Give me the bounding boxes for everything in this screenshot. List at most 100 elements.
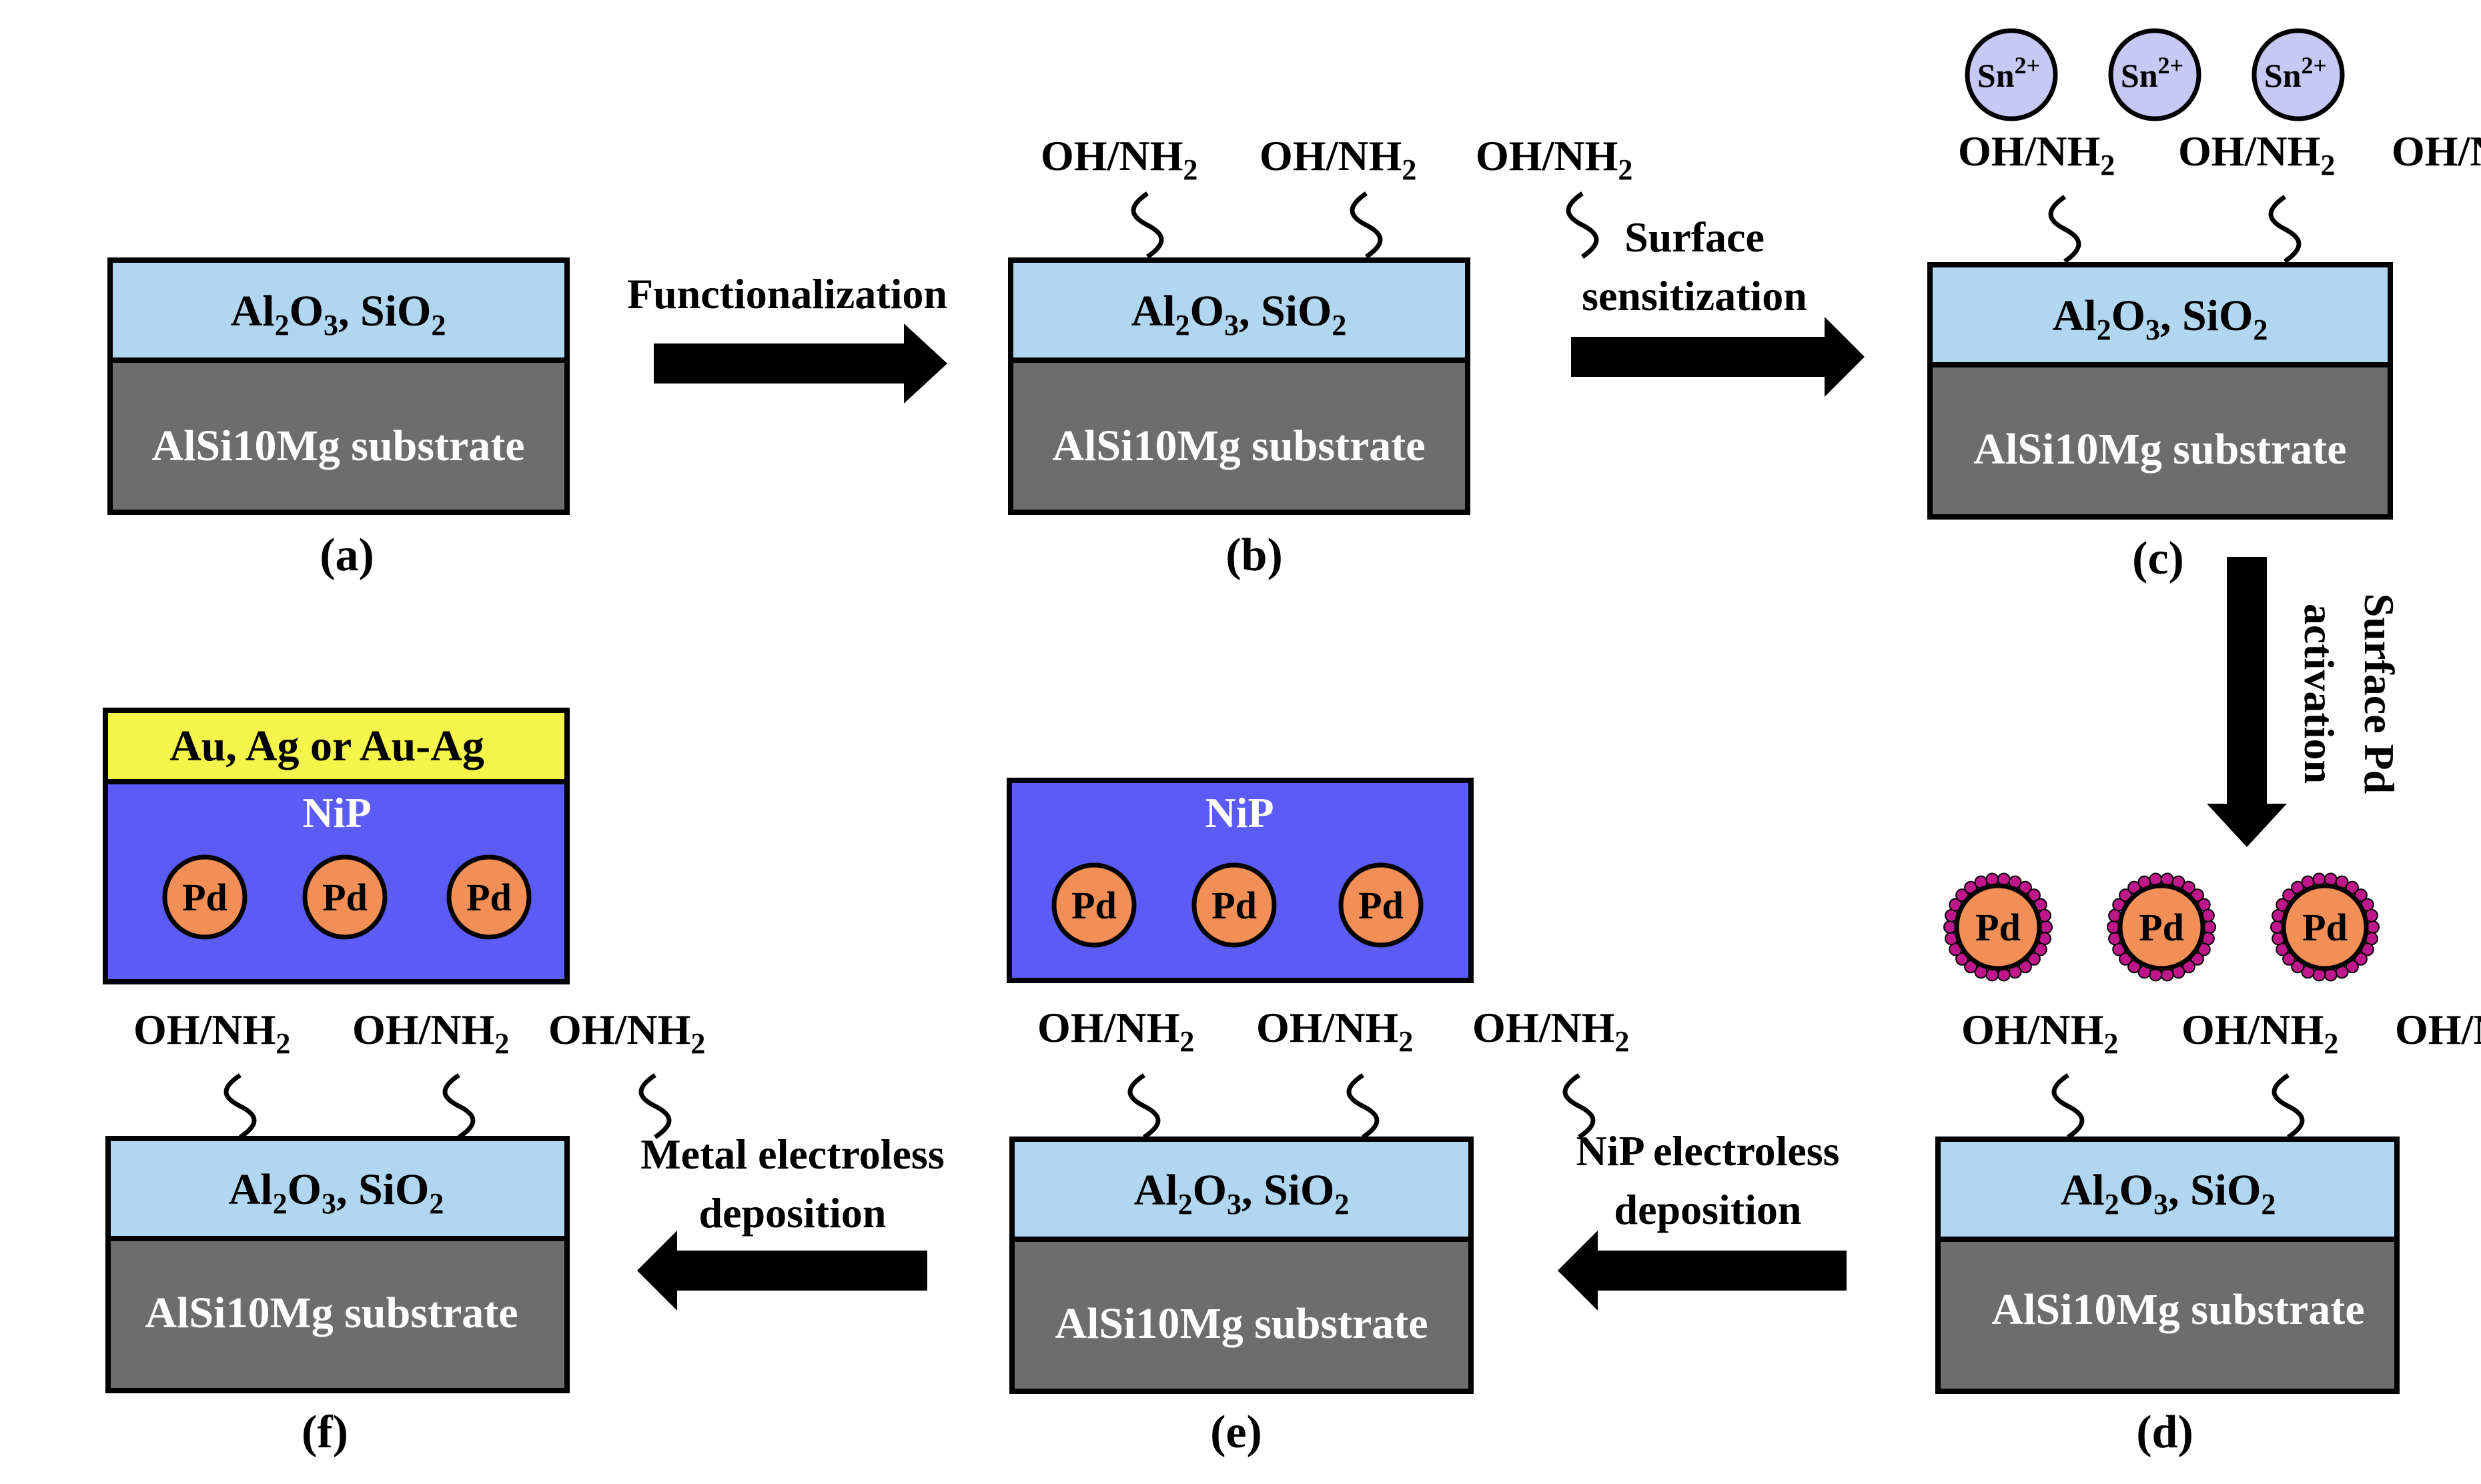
pd-label: Pd xyxy=(1975,906,2021,949)
functional-group-label: OH/NH2 xyxy=(2181,1006,2338,1060)
pd-label: Pd xyxy=(322,876,368,919)
functional-group-label: OH/NH2 xyxy=(1037,1004,1194,1058)
substrate-layer xyxy=(105,1236,570,1393)
functional-group-label: OH/NH2 xyxy=(1041,132,1197,186)
sn-dot xyxy=(2027,952,2041,966)
step-sensitization-line1: Surface xyxy=(1624,213,1765,261)
substrate-label: AlSi10Mg substrate xyxy=(151,422,524,470)
substrate-label: AlSi10Mg substrate xyxy=(1052,422,1425,470)
arrow-sensitization: Surface sensitization xyxy=(1571,213,1865,397)
sn-ion-label: Sn2+ xyxy=(1977,52,2040,94)
sn-dot xyxy=(2107,920,2120,934)
panel-c: Al2O3, SiO2 AlSi10Mg substrate (c) OH/NH… xyxy=(1927,28,2481,584)
linker-wave xyxy=(1127,1073,1161,1139)
pd-label: Pd xyxy=(182,876,227,919)
functional-group-label: OH/NH2 xyxy=(2395,1006,2481,1060)
sn-ion-label: Sn2+ xyxy=(2121,52,2183,94)
linker-wave xyxy=(2268,195,2302,263)
pd-label: Pd xyxy=(1071,884,1117,927)
linker-wave xyxy=(1350,191,1383,259)
panel-label-c: (c) xyxy=(2132,533,2184,584)
substrate-layer xyxy=(1935,1237,2400,1394)
sn-ion xyxy=(2252,28,2345,121)
pd-particle xyxy=(446,854,532,940)
functional-group-label: OH/NH2 xyxy=(1476,132,1632,186)
substrate-layer xyxy=(107,357,570,515)
pd-label: Pd xyxy=(2139,906,2184,949)
sn-ion xyxy=(2108,28,2201,121)
sn-dot xyxy=(2354,888,2368,902)
substrate-label: AlSi10Mg substrate xyxy=(1055,1299,1428,1348)
pd-particle xyxy=(302,854,388,940)
pd-particle xyxy=(1338,862,1424,948)
sn-dot xyxy=(2119,952,2133,966)
linker-wave xyxy=(1346,1073,1380,1139)
substrate-layer xyxy=(1927,362,2393,520)
pd-label: Pd xyxy=(466,876,512,919)
functional-group-label: OH/NH2 xyxy=(2392,127,2481,181)
panel-label-a: (a) xyxy=(320,530,374,581)
arrow-nip-deposition: NiP electroless deposition xyxy=(1558,1127,1847,1311)
oxide-label: Al2O3, SiO2 xyxy=(2053,291,2268,346)
oxide-label: Al2O3, SiO2 xyxy=(231,287,446,341)
sn-dot xyxy=(1943,920,1957,934)
sn-dot xyxy=(2282,952,2296,966)
panel-d: Al2O3, SiO2 AlSi10Mg substrate (d) OH/NH… xyxy=(1935,872,2481,1458)
panel-label-e: (e) xyxy=(1210,1407,1262,1458)
panel-b: Al2O3, SiO2 AlSi10Mg substrate (b) OH/NH… xyxy=(1008,132,1632,581)
functional-group-label: OH/NH2 xyxy=(1958,127,2115,181)
functional-group-label: OH/NH2 xyxy=(352,1006,509,1060)
sn-dot xyxy=(2027,888,2041,902)
gold-layer xyxy=(103,708,570,784)
pd-particle xyxy=(1051,862,1137,948)
oxide-label: Al2O3, SiO2 xyxy=(229,1165,444,1220)
linker-wave xyxy=(638,1073,672,1139)
functional-group-label: OH/NH2 xyxy=(133,1006,290,1060)
functional-group-label: OH/NH2 xyxy=(2178,127,2335,181)
linker-wave xyxy=(223,1073,257,1139)
sn-dot xyxy=(2203,920,2216,934)
step-metal-line2: deposition xyxy=(699,1189,887,1237)
linker-wave xyxy=(2048,195,2081,263)
step-sensitization-line2: sensitization xyxy=(1582,272,1807,319)
substrate-layer xyxy=(1009,1237,1474,1394)
sn-ion-label: Sn2+ xyxy=(2264,52,2327,94)
pd-label: Pd xyxy=(1358,884,1404,927)
oxide-label: Al2O3, SiO2 xyxy=(2061,1166,2276,1221)
linker-wave xyxy=(442,1073,476,1139)
substrate-layer xyxy=(1008,357,1470,515)
nip-label: NiP xyxy=(1205,789,1274,836)
linker-wave xyxy=(2051,1073,2085,1139)
panel-label-f: (f) xyxy=(302,1407,348,1458)
step-activation-line2: activation xyxy=(2296,604,2343,784)
sn-dot xyxy=(2039,920,2053,934)
oxide-layer xyxy=(107,257,570,363)
pd-particle xyxy=(162,854,247,940)
arrow-activation: Surface Pd activation xyxy=(2207,557,2403,847)
sn-ion xyxy=(1965,28,2058,121)
panel-label-d: (d) xyxy=(2136,1407,2193,1458)
nip-label: NiP xyxy=(302,789,371,836)
panel-a: Al2O3, SiO2 AlSi10Mg substrate (a) xyxy=(107,257,570,581)
functional-group-label: OH/NH2 xyxy=(1472,1004,1629,1058)
linker-wave xyxy=(1131,191,1164,259)
functional-group-label: OH/NH2 xyxy=(1961,1006,2118,1060)
sn-dot xyxy=(2190,888,2204,902)
step-metal-line1: Metal electroless xyxy=(640,1131,944,1178)
pd-particle xyxy=(2117,883,2205,971)
linker-wave xyxy=(1566,191,1599,259)
oxide-layer xyxy=(1935,1137,2400,1242)
panel-label-b: (b) xyxy=(1225,530,1283,581)
oxide-layer xyxy=(105,1136,570,1241)
sn-dot xyxy=(2119,888,2133,902)
pd-particle xyxy=(1954,883,2042,971)
functional-group-label: OH/NH2 xyxy=(1260,132,1416,186)
substrate-label: AlSi10Mg substrate xyxy=(145,1289,518,1337)
oxide-label: Al2O3, SiO2 xyxy=(1131,287,1347,341)
step-nip-line2: deposition xyxy=(1614,1186,1802,1233)
sn-dot xyxy=(1955,888,1969,902)
substrate-label: AlSi10Mg substrate xyxy=(1991,1285,2364,1334)
functional-group-label: OH/NH2 xyxy=(548,1006,705,1060)
